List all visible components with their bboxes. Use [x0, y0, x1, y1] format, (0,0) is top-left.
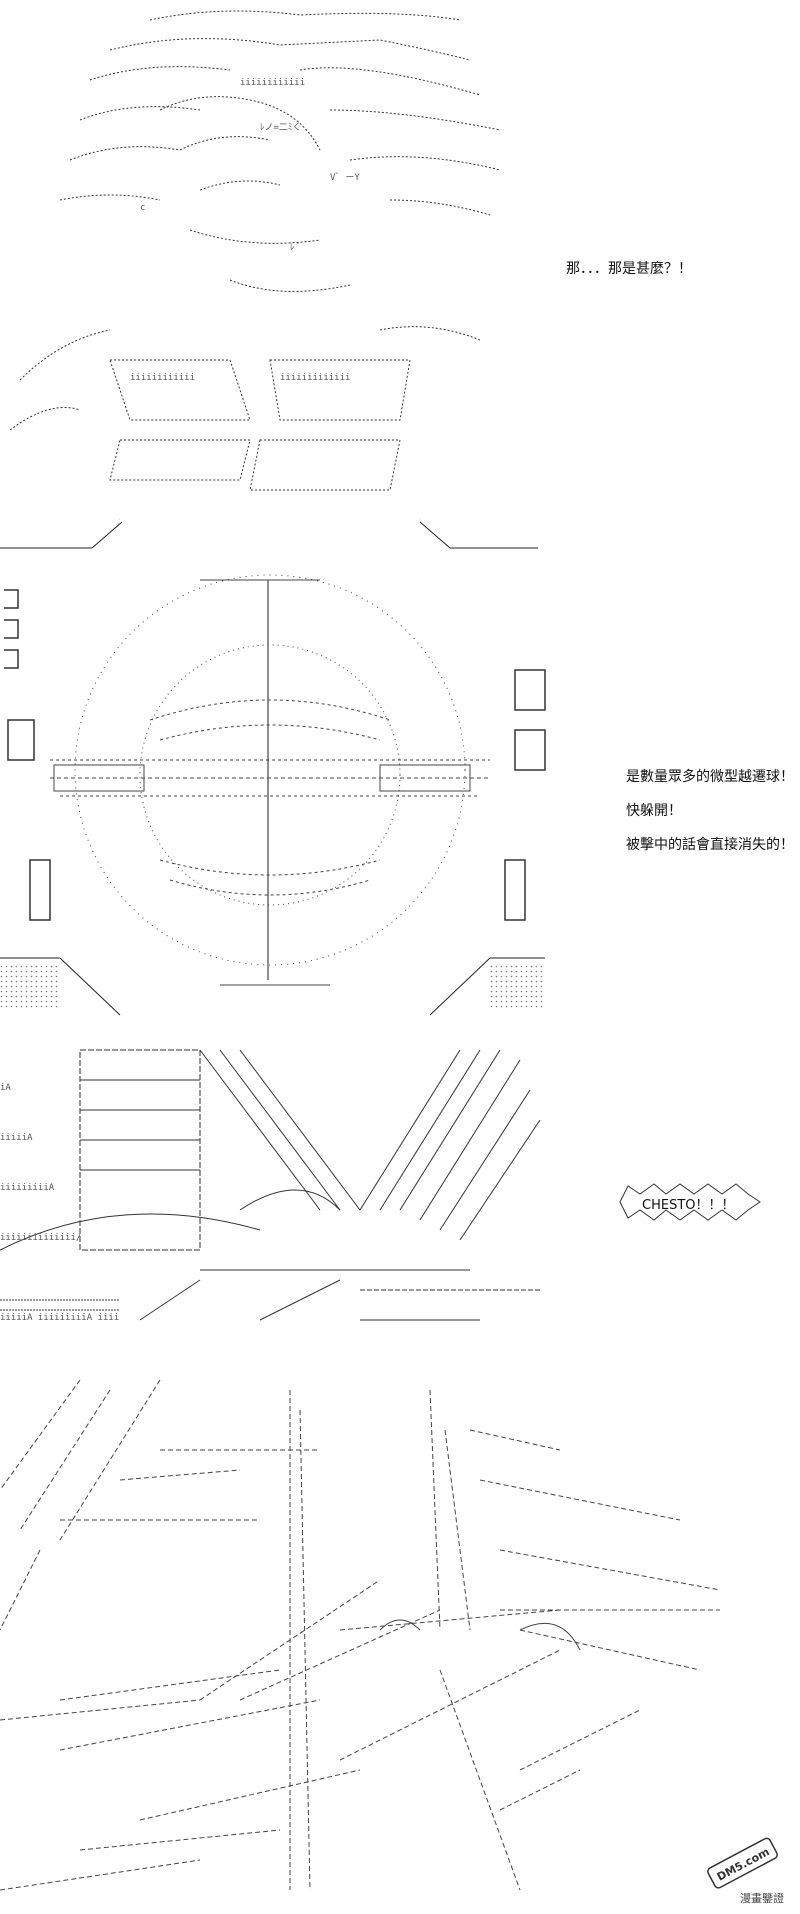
svg-text:iiiiiA iiiiiiiiiA iiii: iiiiiA iiiiiiiiiA iiii	[0, 1313, 119, 1323]
explosion-ascii-art	[0, 1379, 721, 1891]
panel-4: DM5.com 漫畫鑒證	[0, 1370, 800, 1914]
shout-text: CHESTO！！！	[642, 1198, 735, 1213]
targeting-reticle-ascii-art	[0, 574, 546, 1016]
warning-line-1: 是數量眾多的微型越遷球！	[626, 769, 794, 785]
svg-text:iA: iA	[0, 1083, 11, 1093]
svg-text:ﾚノ=二ﾐく: ﾚノ=二ﾐく	[260, 123, 301, 133]
svg-text:ﾚ ﾞ: ﾚ ﾞ	[290, 242, 301, 253]
panel-3: iA iiiiiA iiiiiiiiiA iiiiiiiiiiiiii/ iii…	[0, 1030, 800, 1370]
watermark-caption: 漫畫鑒證	[740, 1892, 784, 1905]
caption-what-is-that: 那．．．那是甚麼？！	[566, 261, 692, 277]
svg-text:iiiiiiiiiiiii: iiiiiiiiiiiii	[280, 373, 350, 383]
panel-2: 是數量眾多的微型越遷球！ 快躲開！ 被擊中的話會直接消失的！	[0, 560, 800, 1020]
warning-line-2: 快躲開！	[626, 803, 682, 819]
warning-dialogue: 是數量眾多的微型越遷球！ 快躲開！ 被擊中的話會直接消失的！	[626, 760, 794, 862]
character-face-ascii-art: iiiiiiiiiiii ﾚノ=二ﾐく Vﾞ ーY c ﾚ ﾞ iiiiiiii…	[9, 10, 501, 520]
panel-1-frame-lines	[0, 521, 538, 549]
svg-text:iiiiiiiiiiiiii/: iiiiiiiiiiiiii/	[0, 1233, 81, 1243]
svg-text:iiiiiiiiiiii: iiiiiiiiiiii	[130, 373, 195, 383]
svg-text:Vﾞ ーY: Vﾞ ーY	[330, 172, 360, 183]
svg-text:iiiiiA: iiiiiA	[0, 1133, 33, 1143]
dm5-logo-icon: DM5.com	[707, 1837, 778, 1889]
site-watermark: DM5.com 漫畫鑒證	[698, 1836, 788, 1906]
panel-1: iiiiiiiiiiii ﾚノ=二ﾐく Vﾞ ーY c ﾚ ﾞ iiiiiiii…	[0, 0, 800, 520]
svg-text:c: c	[140, 203, 145, 213]
svg-text:iiiiiiiiiA: iiiiiiiiiA	[0, 1183, 55, 1193]
warning-line-3: 被擊中的話會直接消失的！	[626, 837, 794, 853]
shout-speech-burst: CHESTO！！！	[614, 1180, 761, 1236]
attack-action-ascii-art: iA iiiiiA iiiiiiiiiA iiiiiiiiiiiiii/ iii…	[0, 1049, 541, 1323]
svg-text:iiiiiiiiiiii: iiiiiiiiiiii	[240, 78, 305, 88]
burst-outline-icon	[619, 1183, 761, 1221]
